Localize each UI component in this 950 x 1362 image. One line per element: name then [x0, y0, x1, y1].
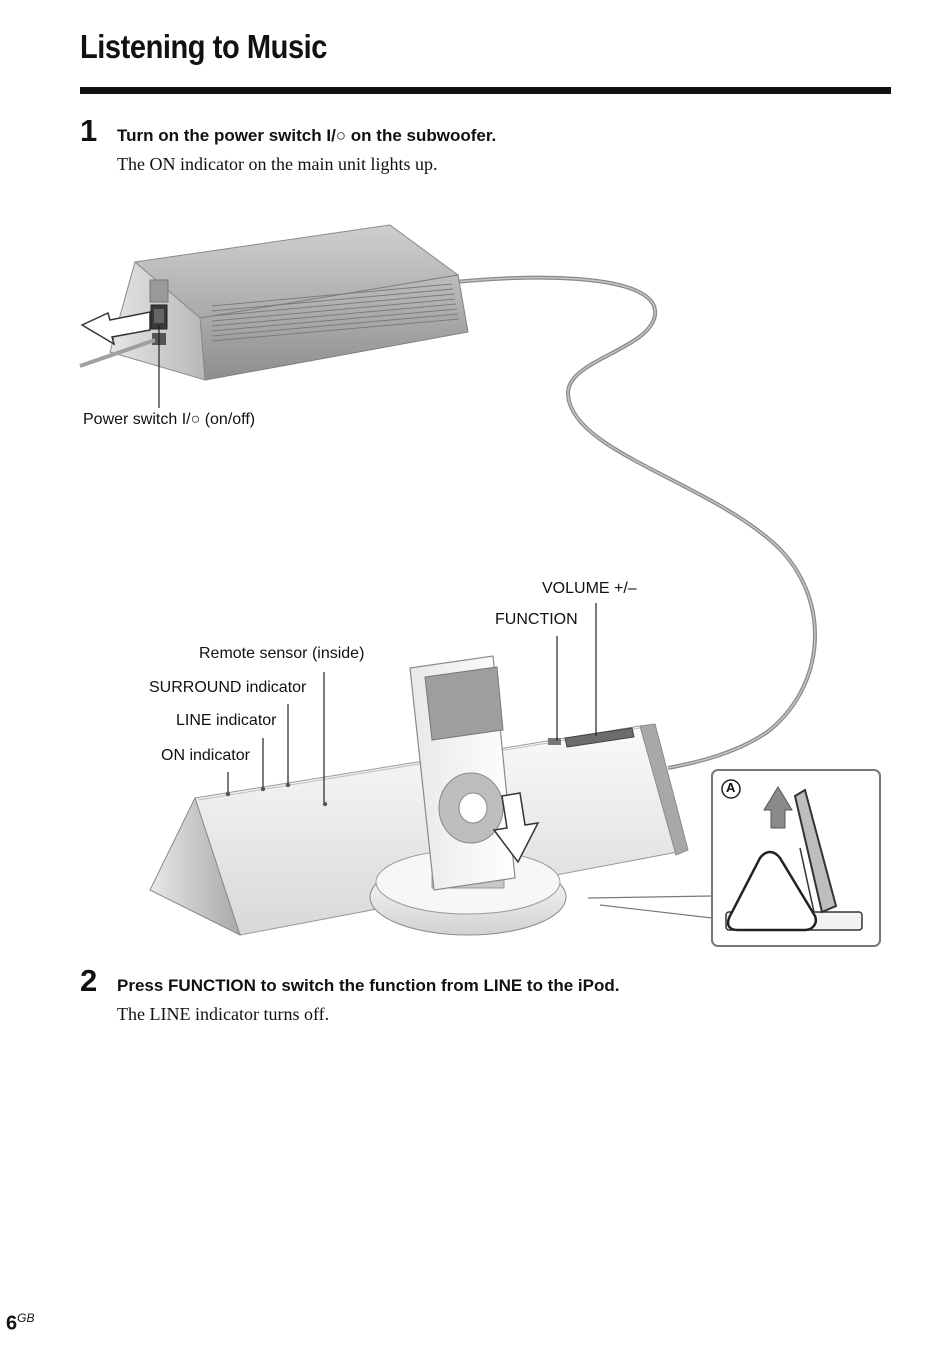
step-1-body: The ON indicator on the main unit lights…: [117, 154, 438, 174]
callout-on-indicator: ON indicator: [161, 747, 250, 764]
title-rule: [80, 87, 891, 94]
surround-indicator-dot: [285, 782, 291, 788]
volume-buttons: [564, 727, 635, 748]
power-cord: [79, 338, 156, 368]
step-2-heading: Press FUNCTION to switch the function fr…: [117, 976, 620, 995]
insert-arrow-icon: [492, 792, 540, 864]
up-arrow-icon: [763, 786, 793, 829]
callout-function: FUNCTION: [495, 611, 578, 628]
step-2-number: 2: [80, 963, 98, 998]
subwoofer: [109, 224, 469, 381]
callout-surround-indicator: SURROUND indicator: [149, 679, 307, 696]
step-1-heading: Turn on the power switch I/○ on the subw…: [117, 126, 497, 145]
callout-line-indicator: LINE indicator: [176, 712, 277, 729]
push-arrow-icon: [80, 311, 151, 346]
line-indicator-dot: [260, 786, 266, 792]
callout-volume: VOLUME +/–: [542, 580, 637, 597]
page-title: Listening to Music: [80, 28, 327, 65]
page-number: 6GB: [6, 1311, 34, 1336]
page-number-suffix: GB: [17, 1311, 35, 1325]
function-button: [548, 738, 561, 745]
callout-remote-sensor: Remote sensor (inside): [199, 645, 365, 662]
inset-a: [711, 769, 881, 947]
callout-power-switch: Power switch I/○ (on/off): [83, 411, 256, 428]
on-indicator-dot: [225, 791, 231, 797]
inset-a-label: A: [726, 780, 736, 795]
ipod: [409, 655, 516, 891]
remote-sensor-dot: [322, 801, 328, 807]
step-2-body: The LINE indicator turns off.: [117, 1004, 330, 1024]
connection-cable: [454, 275, 817, 770]
step-1-number: 1: [80, 113, 98, 148]
page-number-value: 6: [6, 1312, 18, 1335]
